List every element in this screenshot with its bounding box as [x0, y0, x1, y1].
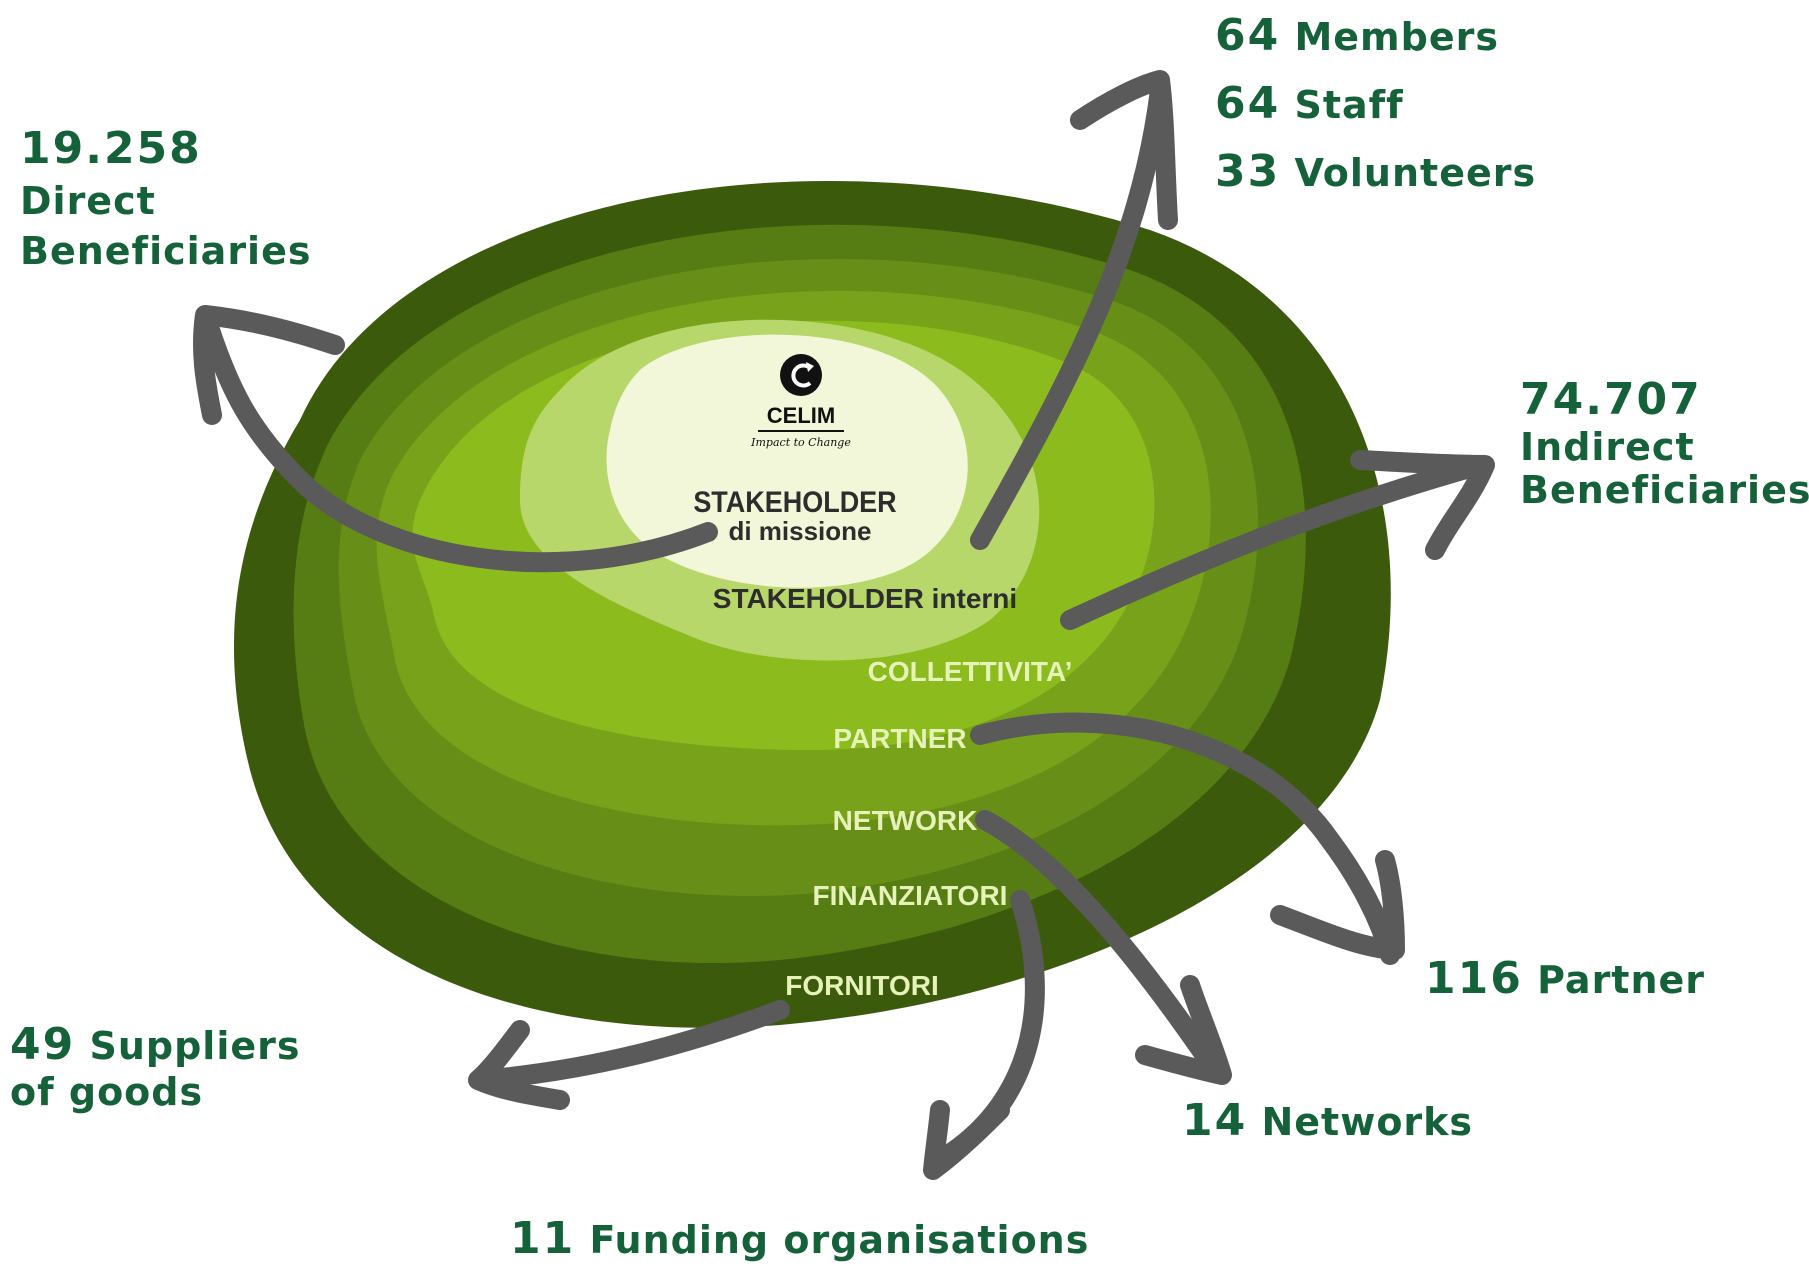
logo-tagline: Impact to Change: [750, 436, 851, 449]
stat-networks-label: Networks: [1261, 1100, 1474, 1144]
arrowhead-suppliers: [468, 1020, 570, 1110]
logo-c-arrowhead: [806, 362, 814, 372]
stat-direct-line2: Beneficiaries: [20, 228, 312, 273]
stat-funding-number: 11: [510, 1213, 576, 1264]
stat-members-number: 64: [1215, 10, 1281, 61]
label-suppliers: FORNITORI: [785, 970, 938, 1001]
stat-members-label: Members: [1294, 15, 1499, 59]
stat-suppliers-first: 49 Suppliers: [10, 1019, 301, 1071]
stat-networks-number: 14: [1182, 1095, 1248, 1146]
stat-members: 64 Members: [1215, 2, 1536, 70]
arrow-network: [975, 810, 1225, 1080]
arrow-indirect: [1060, 455, 1490, 630]
arrows: [192, 70, 1495, 1180]
label-mission-line2: di missione: [728, 516, 871, 546]
label-partner: PARTNER: [833, 723, 966, 754]
arrow-suppliers: [470, 1000, 790, 1090]
arrowhead-indirect: [1350, 450, 1495, 560]
logo-c-glyph: [791, 363, 812, 388]
stat-direct-line1: Direct: [20, 179, 156, 224]
arrowhead-internal: [1070, 70, 1178, 230]
arrowhead-partner: [1270, 850, 1405, 960]
arrow-partner: [970, 712, 1400, 965]
stat-funding-label: Funding organisations: [589, 1218, 1090, 1262]
stat-indirect-number: 74.707: [1520, 374, 1702, 425]
circular-arrow-c-icon: [780, 354, 822, 396]
stat-suppliers-number: 49: [10, 1019, 76, 1070]
stat-suppliers-line2: of goods: [10, 1069, 204, 1114]
stat-partner: 116 Partner: [1425, 950, 1705, 1007]
ring-labels: STAKEHOLDER di missione STAKEHOLDER inte…: [693, 486, 1072, 1001]
label-mission-line1: STAKEHOLDER: [693, 486, 897, 520]
stat-staff-label: Staff: [1294, 83, 1404, 128]
stat-funding: 11 Funding organisations: [510, 1210, 1089, 1267]
arrow-internal: [970, 80, 1170, 550]
stat-suppliers: 49 Suppliers of goods: [10, 1019, 301, 1114]
stat-staff: 64 Staff: [1215, 70, 1536, 138]
label-community: COLLETTIVITA’: [868, 656, 1073, 687]
stat-partner-number: 116: [1425, 953, 1523, 1004]
stat-volunteers-number: 33: [1215, 146, 1281, 198]
stat-volunteers: 33 Volunteers: [1215, 138, 1536, 206]
arrowhead-network: [1135, 975, 1232, 1085]
logo-wordmark: CELIM: [767, 403, 835, 428]
celim-logo: CELIM Impact to Change: [750, 354, 851, 449]
stat-volunteers-label: Volunteers: [1294, 151, 1537, 196]
label-network: NETWORK: [833, 805, 978, 836]
arrowhead-funders: [923, 1100, 1010, 1180]
arrow-direct-beneficiaries: [200, 320, 718, 573]
label-internal: STAKEHOLDER interni: [713, 583, 1017, 614]
stat-partner-label: Partner: [1537, 958, 1706, 1002]
label-funders: FINANZIATORI: [813, 880, 1008, 911]
stat-indirect-line2: Beneficiaries: [1520, 468, 1809, 513]
stat-indirect-beneficiaries: 74.707 Indirect Beneficiaries: [1520, 374, 1809, 513]
ring-mission-core: [606, 334, 968, 588]
stat-networks: 14 Networks: [1182, 1092, 1473, 1149]
stat-internal: 64 Members 64 Staff 33 Volunteers: [1215, 2, 1536, 207]
stat-indirect-line1: Indirect: [1520, 424, 1695, 469]
stat-direct-number: 19.258: [20, 123, 202, 174]
stat-direct-beneficiaries: 19.258 Direct Beneficiaries: [20, 120, 311, 276]
stat-staff-number: 64: [1215, 78, 1281, 130]
stat-suppliers-line1: Suppliers: [89, 1024, 301, 1068]
arrowhead-direct-beneficiaries: [192, 305, 345, 425]
